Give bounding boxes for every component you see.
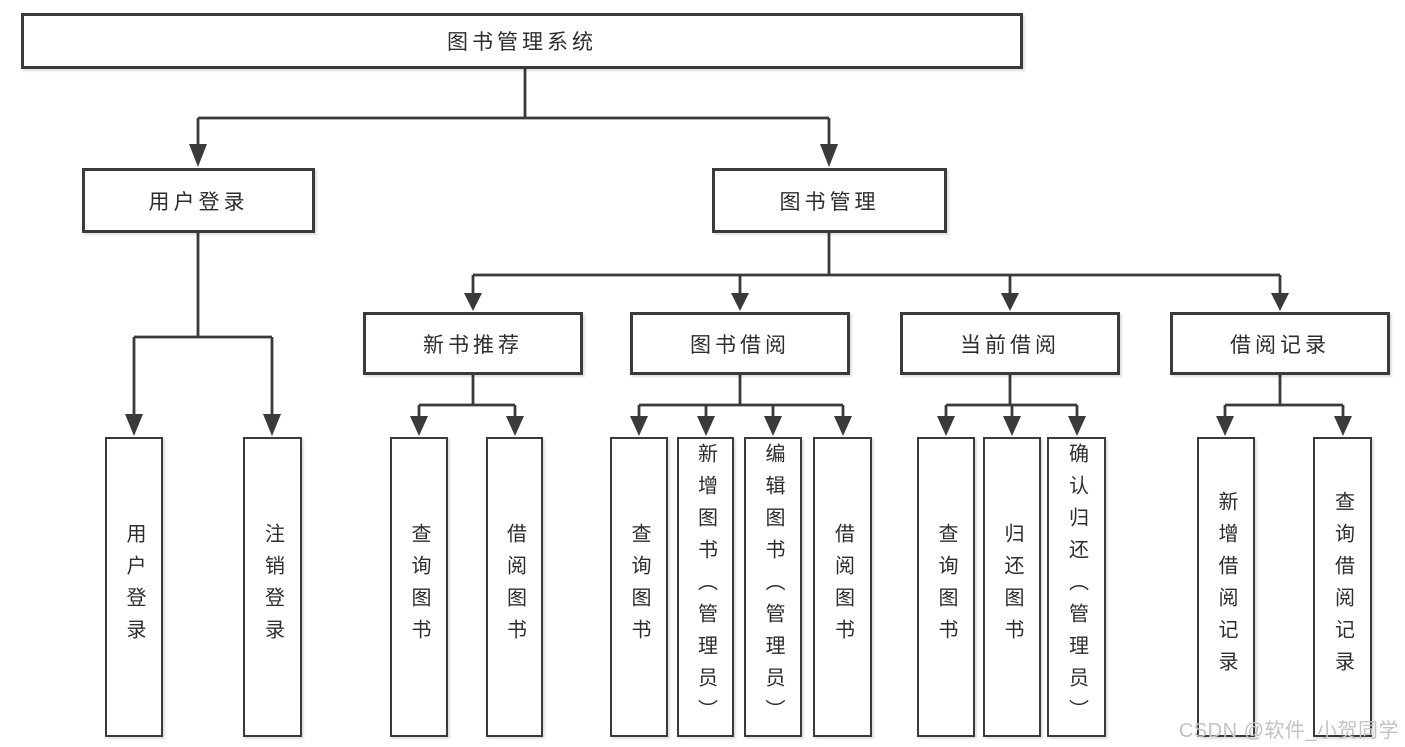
leaf-br-query-record-label: 查询借阅记录 — [1331, 491, 1354, 683]
leaf-logout-label: 注销登录 — [261, 523, 284, 651]
node-user-login-label: 用户登录 — [148, 190, 249, 214]
leaf-bb-add-book-admin: 新增图书（管理员） — [677, 437, 734, 737]
leaf-user-login-label: 用户登录 — [123, 523, 145, 651]
leaf-nbr-query-book-label: 查询图书 — [408, 523, 430, 651]
leaf-cb-return-book: 归还图书 — [983, 437, 1041, 737]
leaf-cb-query-book-label: 查询图书 — [935, 523, 957, 651]
leaf-br-add-record-label: 新增借阅记录 — [1215, 491, 1237, 683]
node-current-borrow-label: 当前借阅 — [960, 333, 1060, 357]
connector-root-to-level2 — [196, 69, 831, 145]
connector-currentborrow-to-leaves — [944, 375, 1079, 417]
node-book-management: 图书管理 — [712, 168, 947, 233]
node-borrow-records: 借阅记录 — [1170, 312, 1390, 375]
connector-bookmgmt-to-level3 — [471, 233, 1282, 294]
connector-newbook-to-leaves — [417, 375, 517, 417]
leaf-br-query-record: 查询借阅记录 — [1313, 437, 1372, 737]
node-book-borrow-label: 图书借阅 — [690, 333, 790, 357]
node-current-borrow: 当前借阅 — [900, 312, 1120, 375]
leaf-nbr-borrow-book-label: 借阅图书 — [503, 523, 526, 651]
leaf-bb-borrow-book: 借阅图书 — [813, 437, 872, 737]
leaf-br-add-record: 新增借阅记录 — [1197, 437, 1255, 737]
node-root: 图书管理系统 — [21, 13, 1023, 69]
node-root-label: 图书管理系统 — [447, 31, 597, 54]
connector-borrowrecords-to-leaves — [1223, 375, 1345, 417]
leaf-bb-edit-book-admin-label: 编辑图书（管理员） — [762, 443, 784, 731]
leaf-bb-borrow-book-label: 借阅图书 — [831, 523, 854, 651]
leaf-user-login: 用户登录 — [105, 437, 163, 737]
leaf-bb-add-book-admin-label: 新增图书（管理员） — [694, 443, 717, 731]
connector-bookborrow-to-leaves — [637, 375, 845, 417]
leaf-cb-confirm-return-admin: 确认归还（管理员） — [1047, 437, 1106, 737]
leaf-logout: 注销登录 — [243, 437, 302, 737]
leaf-bb-query-book: 查询图书 — [610, 437, 668, 737]
node-book-management-label: 图书管理 — [779, 190, 880, 214]
node-user-login: 用户登录 — [82, 168, 315, 233]
watermark: CSDN @软件_小贺同学 — [1178, 720, 1399, 742]
connector-userlogin-to-leaves — [132, 233, 274, 415]
leaf-nbr-query-book: 查询图书 — [390, 437, 448, 737]
leaf-nbr-borrow-book: 借阅图书 — [486, 437, 543, 737]
leaf-cb-return-book-label: 归还图书 — [1001, 523, 1023, 651]
node-book-borrow: 图书借阅 — [630, 312, 850, 375]
leaf-cb-query-book: 查询图书 — [917, 437, 975, 737]
node-new-book-recommend: 新书推荐 — [363, 312, 583, 375]
arrowheads — [125, 144, 1352, 436]
node-borrow-records-label: 借阅记录 — [1230, 333, 1330, 357]
node-new-book-recommend-label: 新书推荐 — [423, 333, 523, 357]
leaf-bb-query-book-label: 查询图书 — [628, 523, 650, 651]
leaf-bb-edit-book-admin: 编辑图书（管理员） — [744, 437, 802, 737]
leaf-cb-confirm-return-admin-label: 确认归还（管理员） — [1065, 443, 1088, 731]
